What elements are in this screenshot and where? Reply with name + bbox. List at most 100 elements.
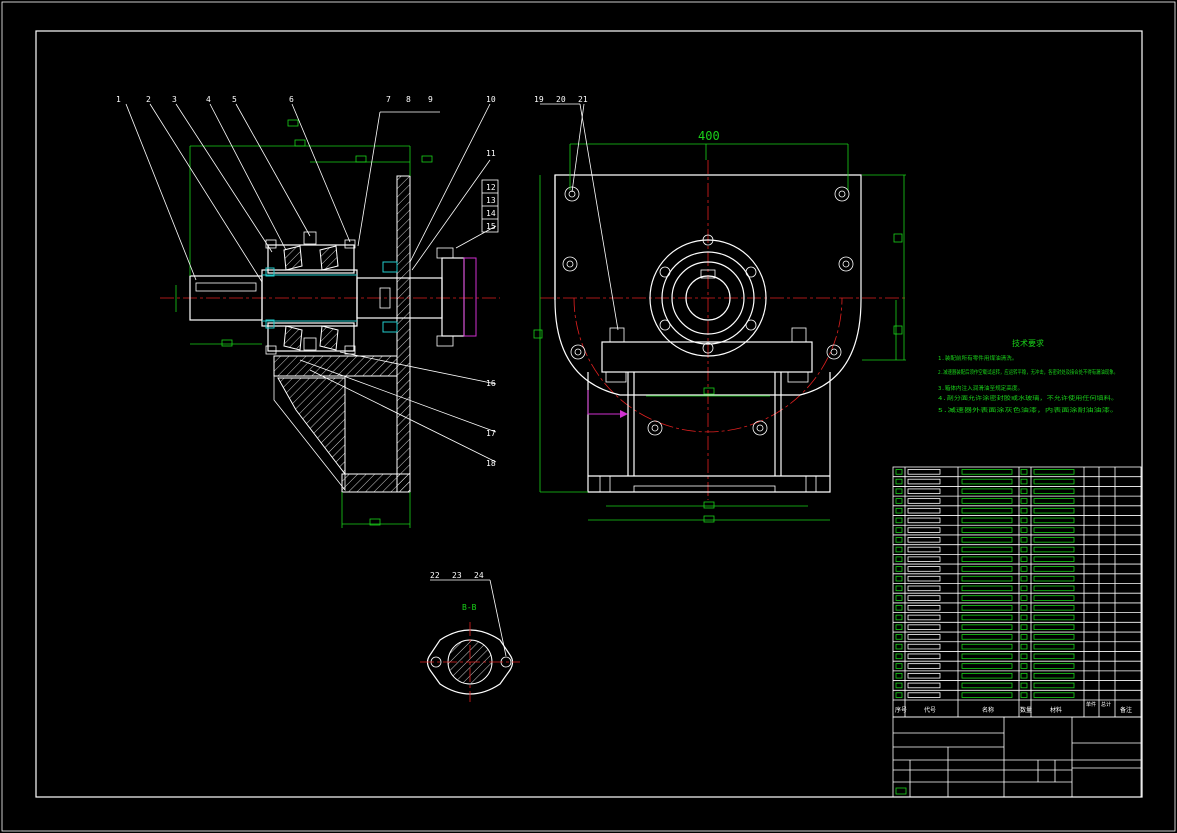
parts-row-cell <box>1020 527 1028 533</box>
parts-row-cell <box>1020 537 1028 543</box>
section-labels: 22 23 24 B-B <box>430 571 484 612</box>
balloon-14: 14 <box>486 209 496 218</box>
parts-row-cell <box>895 672 903 679</box>
parts-row-cell <box>1020 682 1028 689</box>
parts-row-cell <box>961 517 1013 524</box>
parts-row-cell <box>1020 624 1028 630</box>
parts-row-cell <box>1033 488 1075 495</box>
parts-row-cell <box>895 478 903 485</box>
header-name: 名称 <box>982 706 994 714</box>
parts-row-cell <box>1033 595 1075 601</box>
parts-row-cell <box>895 498 903 504</box>
parts-row-cell <box>961 634 1013 640</box>
parts-row-cell <box>1033 692 1075 698</box>
balloon-21: 21 <box>578 95 588 104</box>
parts-row-cell <box>895 643 903 650</box>
parts-row-cell <box>895 537 903 543</box>
parts-row-cell <box>1033 556 1075 562</box>
parts-row-cell <box>895 663 903 669</box>
parts-row-cell <box>1033 507 1075 514</box>
parts-row-cell <box>1020 517 1028 524</box>
parts-row-cell <box>1020 478 1028 485</box>
parts-row-cell <box>961 653 1013 660</box>
parts-row-cell <box>961 624 1013 630</box>
tech-line-4: 4.剖分面允许涂密封胶或水玻璃，不允许使用任何填料。 <box>938 394 1118 402</box>
parts-row-cell <box>1033 634 1075 640</box>
balloon-18: 18 <box>486 459 496 468</box>
parts-row-cell <box>907 488 941 495</box>
parts-row-cell <box>895 527 903 533</box>
parts-row-cell <box>961 643 1013 650</box>
balloon-11: 11 <box>486 149 496 158</box>
parts-row-cell <box>1020 498 1028 504</box>
parts-row-cell <box>907 498 941 504</box>
parts-row-cell <box>1033 663 1075 669</box>
header-remark: 备注 <box>1120 706 1132 714</box>
parts-row-cell <box>895 469 903 475</box>
parts-row-cell <box>895 556 903 562</box>
parts-row-cell <box>895 566 903 572</box>
balloon-19: 19 <box>534 95 544 104</box>
balloon-16: 16 <box>486 379 496 388</box>
parts-row-cell <box>1020 585 1028 592</box>
parts-row-cell <box>907 527 941 533</box>
parts-row-cell <box>961 556 1013 562</box>
parts-row-cell <box>907 643 941 650</box>
parts-row-cell <box>895 507 903 514</box>
parts-row-cell <box>1033 585 1075 592</box>
header-material: 材料 <box>1050 706 1062 714</box>
parts-row-cell <box>961 663 1013 669</box>
parts-row-cell <box>895 653 903 660</box>
parts-row-cell <box>1020 634 1028 640</box>
parts-row-cell <box>907 517 941 524</box>
parts-row-cell <box>1020 663 1028 669</box>
balloon-8: 8 <box>406 95 411 104</box>
parts-row-cell <box>895 614 903 621</box>
parts-row-cell <box>961 469 1013 475</box>
balloon-17: 17 <box>486 429 496 438</box>
parts-row-cell <box>1033 566 1075 572</box>
parts-row-cell <box>1020 605 1028 611</box>
parts-row-cell <box>895 488 903 495</box>
parts-row-cell <box>907 653 941 660</box>
parts-row-cell <box>1020 488 1028 495</box>
parts-row-cell <box>1020 595 1028 601</box>
parts-list-header: 序号 代号 名称 数量 材料 单件 总计 备注 <box>895 701 1132 714</box>
header-total: 总计 <box>1101 701 1111 708</box>
tech-line-5: 5.减速器外表面涂灰色油漆，内表面涂耐油油漆。 <box>938 406 1118 414</box>
parts-row-cell <box>961 498 1013 504</box>
parts-row-cell <box>961 614 1013 621</box>
parts-row-cell <box>1033 517 1075 524</box>
dimension-width-400: 400 <box>698 129 720 143</box>
balloon-9: 9 <box>428 95 433 104</box>
parts-row-cell <box>961 575 1013 582</box>
tech-line-2: 2.减速器装配后须作空载试运转，应运转平稳，无冲击，各密封处及接合处不得有漏油现… <box>938 368 1118 376</box>
parts-row-cell <box>895 585 903 592</box>
balloon-10: 10 <box>486 95 496 104</box>
parts-row-cell <box>907 469 941 475</box>
tech-title: 技术要求 <box>1012 338 1044 348</box>
parts-row-cell <box>1033 643 1075 650</box>
drawing-frame <box>35 30 1143 798</box>
parts-row-cell <box>1020 643 1028 650</box>
parts-row-cell <box>1020 507 1028 514</box>
parts-row-cell <box>1020 672 1028 679</box>
parts-row-cell <box>895 595 903 601</box>
parts-row-cell <box>961 672 1013 679</box>
parts-row-cell <box>895 624 903 630</box>
parts-row-cell <box>907 566 941 572</box>
side-view-labels: 19 20 21 400 <box>534 95 720 143</box>
parts-row-cell <box>961 692 1013 698</box>
header-code: 代号 <box>924 706 936 714</box>
parts-row-cell <box>961 595 1013 601</box>
parts-row-cell <box>907 605 941 611</box>
parts-row-cell <box>1020 546 1028 553</box>
technical-requirements: 技术要求 1.装配前所有零件用煤油清洗。 2.减速器装配后须作空载试运转，应运转… <box>938 338 1118 414</box>
balloon-24: 24 <box>474 571 484 580</box>
parts-row-cell <box>907 595 941 601</box>
parts-row-cell <box>907 624 941 630</box>
section-title: B-B <box>462 603 477 612</box>
parts-row-cell <box>1033 469 1075 475</box>
balloon-3: 3 <box>172 95 177 104</box>
